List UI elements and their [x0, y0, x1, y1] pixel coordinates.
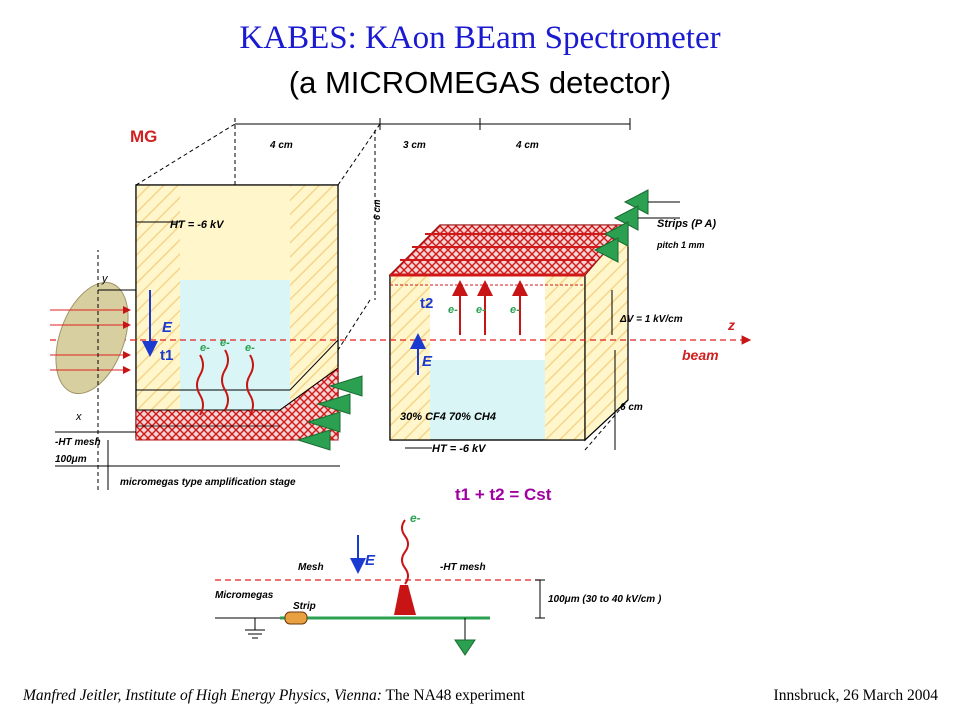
top-dimensions — [135, 118, 631, 186]
electron-label-6: e- — [510, 304, 520, 316]
beam-label: beam — [682, 347, 719, 363]
strip-label: Strip — [293, 601, 316, 612]
beam-spot — [55, 281, 129, 395]
gap-field-label: 100μm (30 to 40 kV/cm ) — [548, 594, 662, 605]
vertical-dimension: 6 cm — [337, 130, 382, 351]
axis-y-label: y — [101, 273, 109, 285]
page-subtitle: (a MICROMEGAS detector) — [288, 65, 672, 100]
micromegas-schematic — [215, 519, 545, 656]
left-chamber — [135, 184, 339, 441]
pitch-label: pitch 1 mm — [656, 240, 705, 250]
amplification-stage-label: micromegas type amplification stage — [120, 477, 296, 488]
xy-axes — [97, 250, 136, 490]
field-e-bottom: E — [365, 552, 376, 569]
micromegas-label: Micromegas — [215, 590, 274, 601]
footer-venue: Innsbruck, 26 March 2004 — [773, 687, 938, 704]
delta-v-label: ΔV = 1 kV/cm — [619, 314, 683, 325]
left-strip-outputs — [296, 375, 363, 451]
strips-label: Strips (P A) — [657, 218, 716, 230]
footer-author: Manfred Jeitler, Institute of High Energ… — [23, 687, 382, 704]
footer: Manfred Jeitler, Institute of High Energ… — [23, 687, 938, 705]
electron-label-2: e- — [220, 337, 230, 349]
ht-bottom-label: HT = -6 kV — [432, 443, 487, 455]
field-e-right: E — [422, 353, 433, 370]
ht-mesh-bottom: -HT mesh — [440, 562, 486, 573]
svg-text:6 cm: 6 cm — [620, 402, 643, 413]
ht-top-label: HT = -6 kV — [170, 219, 225, 231]
page-title: KABES: KAon BEam Spectrometer — [239, 20, 721, 56]
field-e-left: E — [162, 319, 173, 336]
t1-label: t1 — [160, 347, 173, 364]
micromegas-diagram: MG 4 cm 3 cm 4 cm 6 cm — [50, 118, 752, 656]
dim-4cm-left: 4 cm — [269, 140, 293, 151]
axis-x-label: x — [75, 411, 82, 423]
electron-label-1: e- — [200, 342, 210, 354]
electron-label-5: e- — [476, 304, 486, 316]
axis-z-label: z — [727, 317, 735, 333]
formula-label: t1 + t2 = Cst — [455, 485, 552, 504]
dim-3cm: 3 cm — [403, 140, 426, 151]
svg-text:6 cm: 6 cm — [372, 199, 382, 220]
mg-label: MG — [130, 127, 157, 146]
electron-tracks-left — [196, 349, 254, 416]
ht-mesh-left: -HT mesh — [55, 437, 101, 448]
footer-talk: The NA48 experiment — [381, 687, 525, 704]
mesh-gap-left: 100μm — [55, 454, 87, 465]
electron-label-bottom: e- — [410, 511, 421, 525]
mesh-label: Mesh — [298, 562, 324, 573]
electron-label-4: e- — [448, 304, 458, 316]
electron-label-3: e- — [245, 342, 255, 354]
right-strip-outputs — [593, 189, 680, 263]
gas-mix-label: 30% CF4 70% CH4 — [400, 411, 496, 423]
t2-label: t2 — [420, 295, 433, 312]
right-chamber — [388, 223, 630, 442]
side-dimension: 6 cm — [584, 350, 643, 451]
dim-4cm-right: 4 cm — [515, 140, 539, 151]
electron-tracks-right — [452, 280, 528, 335]
